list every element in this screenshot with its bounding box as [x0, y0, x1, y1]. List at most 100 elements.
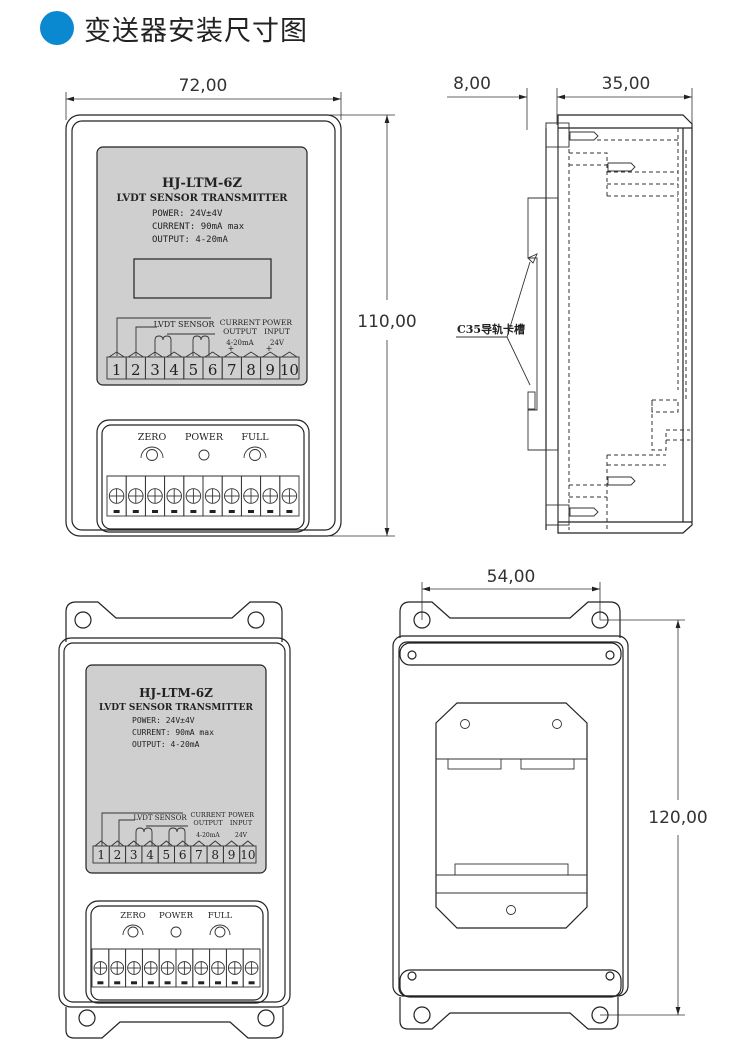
terminal-pin [204, 351, 221, 358]
screw-terminal-block [106, 475, 300, 517]
terminal-number: 7 [227, 361, 237, 379]
dim-side: 8,00 35,00 [447, 74, 693, 130]
power-input-label-2: INPUT [230, 819, 253, 827]
terminal-box [279, 356, 300, 380]
terminal-pin [94, 840, 108, 847]
spec-current: CURRENT: 90mA max [152, 222, 245, 232]
terminal-number: 9 [228, 848, 236, 862]
terminal-number: 9 [265, 361, 275, 379]
terminal-pin [166, 351, 183, 358]
spec-output: OUTPUT: 4-20mA [132, 740, 200, 749]
terminal-number: 10 [240, 848, 255, 862]
dim-hole-spacing: 54,00 [421, 567, 601, 620]
current-range: 4-20mA [196, 832, 220, 839]
terminal-pin [147, 351, 163, 358]
terminal-pin [223, 351, 240, 358]
terminal-box [239, 845, 257, 864]
terminal-pin [208, 840, 222, 847]
full-label: FULL [208, 911, 233, 921]
current-output-label-2: OUTPUT [223, 327, 257, 336]
terminal-pin [176, 840, 190, 847]
model-name: HJ-LTM-6Z [162, 176, 242, 191]
front-view: 72,00 110,00 HJ-LTM-6Z LVDT SENSOR TRANS… [65, 76, 417, 537]
terminal-number: 5 [189, 361, 199, 379]
dim-back-height-label: 120,00 [648, 808, 707, 828]
terminal-number: 1 [97, 848, 105, 862]
terminal-number: 4 [169, 361, 179, 379]
terminal-number: 6 [179, 848, 187, 862]
current-output-label-1: CURRENT [220, 318, 260, 327]
terminal-number: 8 [211, 848, 219, 862]
zero-label: ZERO [138, 432, 167, 443]
sensor-label: LVDT SENSOR [133, 814, 187, 822]
power-input-label-1: POWER [262, 318, 292, 327]
terminal-pin [127, 840, 141, 847]
current-output-label-2: OUTPUT [193, 819, 223, 827]
screw-cell [279, 475, 300, 517]
rail-slot-label: C35导轨卡槽 [457, 322, 525, 336]
zero-knob[interactable] [122, 924, 144, 938]
terminal-pin [108, 351, 125, 358]
plus-sign: + [228, 344, 235, 353]
power-voltage: 24V [235, 832, 248, 839]
front-view-mounting: HJ-LTM-6Z LVDT SENSOR TRANSMITTER POWER:… [58, 601, 291, 1039]
dim-rail-offset-label: 8,00 [453, 74, 491, 94]
screw-cell [242, 948, 261, 988]
power-voltage: 24V [270, 339, 285, 347]
screw-terminal-block [91, 948, 261, 988]
terminal-pin [192, 840, 206, 847]
terminal-pin [262, 351, 279, 358]
terminal-number: 5 [163, 848, 171, 862]
side-view: 8,00 35,00 C35导轨卡槽 [447, 74, 693, 534]
section-header: 变送器安装尺寸图 [40, 10, 308, 47]
dim-back-height: 120,00 [600, 619, 708, 1016]
spec-power: POWER: 24V±4V [152, 209, 223, 219]
sensor-label: LVDT SENSOR [154, 320, 216, 329]
zero-knob[interactable] [140, 446, 164, 461]
terminal-number: 7 [195, 848, 203, 862]
terminal-number: 3 [130, 848, 138, 862]
spec-current: CURRENT: 90mA max [132, 728, 214, 737]
current-range: 4-20mA [226, 339, 254, 347]
power-led-icon [198, 449, 210, 461]
terminal-pin [143, 840, 157, 847]
dim-hole-spacing-label: 54,00 [487, 567, 536, 587]
terminal-number: 2 [131, 361, 141, 379]
terminal-number: 8 [246, 361, 256, 379]
current-output-label-1: CURRENT [190, 811, 226, 819]
model-name: HJ-LTM-6Z [139, 686, 213, 700]
plus-sign: + [266, 344, 273, 353]
section-title: 变送器安装尺寸图 [84, 15, 308, 47]
power-led-label: POWER [159, 911, 194, 921]
dim-front-width: 72,00 [65, 76, 342, 120]
terminal-number: 6 [208, 361, 218, 379]
power-led-label: POWER [185, 432, 224, 443]
terminal-pin [281, 351, 298, 358]
terminal-pin [127, 351, 144, 358]
wiring-diagram: LVDT SENSOR CURRENT OUTPUT 4-20mA POWER … [116, 317, 292, 356]
terminal-number: 2 [114, 848, 122, 862]
dim-front-height-label: 110,00 [357, 312, 416, 332]
wiring-diagram: LVDT SENSOR CURRENT OUTPUT 4-20mA POWER … [101, 811, 255, 846]
terminal-pin [185, 351, 202, 358]
spec-power: POWER: 24V±4V [132, 716, 195, 725]
terminal-pin [243, 351, 259, 358]
terminal-pin [241, 840, 255, 847]
back-view: 54,00 120,00 [392, 567, 708, 1030]
din-rail-plate [435, 702, 588, 929]
full-label: FULL [241, 432, 269, 443]
dim-front-width-label: 72,00 [179, 76, 228, 96]
dim-depth-label: 35,00 [602, 74, 651, 94]
power-led-icon [170, 926, 182, 938]
terminal-number: 4 [146, 848, 154, 862]
full-knob[interactable] [209, 924, 231, 938]
model-subtitle: LVDT SENSOR TRANSMITTER [99, 703, 253, 713]
dim-front-height: 110,00 [330, 114, 417, 537]
terminal-pin [225, 840, 238, 847]
bullet-icon [40, 11, 74, 45]
full-knob[interactable] [243, 446, 267, 461]
label-panel [96, 146, 308, 386]
